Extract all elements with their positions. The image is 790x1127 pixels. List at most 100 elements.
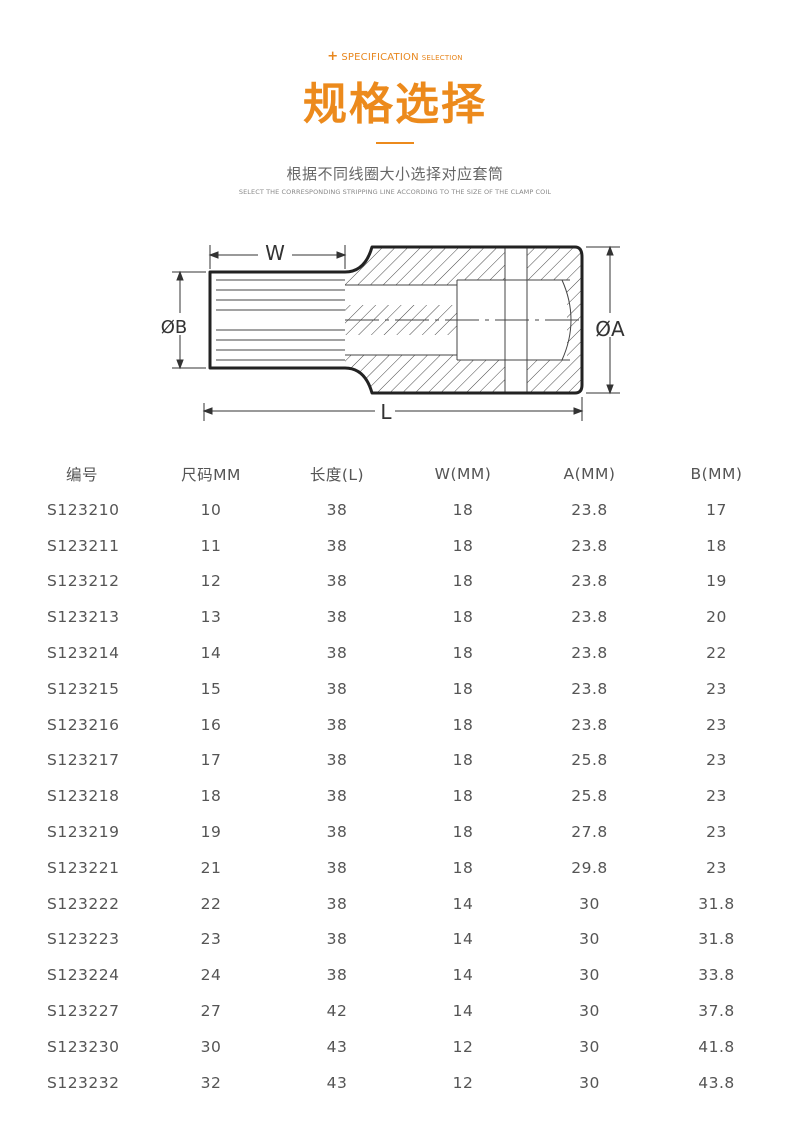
cell-code: S123216	[47, 715, 120, 734]
cell-b: 23	[706, 823, 727, 842]
dimension-a	[586, 245, 620, 395]
cell-a: 23.8	[571, 500, 608, 519]
table-row: S123212 12 38 18 23.8 19	[20, 564, 780, 600]
label-l: L	[380, 400, 392, 424]
cell-code: S123211	[47, 536, 120, 555]
tagline-main: SPECIFICATION	[341, 52, 419, 63]
cell-size: 13	[200, 608, 222, 627]
cell-length: 38	[326, 751, 348, 770]
cell-w: 18	[452, 572, 474, 591]
label-b: ØB	[161, 317, 188, 338]
cell-b: 43.8	[698, 1073, 735, 1092]
cell-w: 18	[452, 715, 474, 734]
cell-length: 38	[326, 787, 348, 806]
cell-length: 38	[326, 536, 348, 555]
cell-length: 38	[326, 679, 348, 698]
cell-a: 29.8	[571, 858, 608, 877]
subtitle-english: SELECT THE CORRESPONDING STRIPPING LINE …	[238, 188, 552, 196]
cell-w: 18	[452, 679, 474, 698]
cell-w: 18	[452, 787, 474, 806]
cell-a: 23.8	[571, 572, 608, 591]
subtitle-chinese: 根据不同线圈大小选择对应套筒	[286, 165, 504, 183]
cell-code: S123232	[47, 1073, 120, 1092]
cell-code: S123217	[47, 751, 120, 770]
cell-size: 21	[200, 858, 222, 877]
cell-size: 12	[200, 572, 222, 591]
cell-a: 23.8	[571, 608, 608, 627]
cell-w: 18	[452, 823, 474, 842]
cell-w: 14	[452, 894, 474, 913]
cell-size: 11	[200, 536, 222, 555]
cell-w: 14	[452, 966, 474, 985]
cell-a: 25.8	[571, 751, 608, 770]
cell-code: S123223	[47, 930, 120, 949]
cell-code: S123214	[47, 644, 120, 663]
cell-a: 30	[579, 894, 600, 913]
cell-size: 30	[200, 1037, 222, 1056]
cell-b: 23	[706, 787, 727, 806]
title-underline	[376, 142, 414, 144]
cell-size: 24	[200, 966, 222, 985]
header-code: 编号	[66, 465, 99, 484]
cell-size: 32	[200, 1073, 222, 1092]
cell-b: 18	[706, 536, 727, 555]
dimension-l	[202, 397, 584, 421]
cell-code: S123213	[47, 608, 120, 627]
cell-b: 23	[706, 715, 727, 734]
cell-size: 17	[200, 751, 222, 770]
spline-lines	[216, 247, 572, 393]
cell-a: 23.8	[571, 715, 608, 734]
cell-b: 19	[706, 572, 727, 591]
cell-b: 33.8	[698, 966, 735, 985]
cell-size: 18	[200, 787, 222, 806]
cell-length: 38	[326, 644, 348, 663]
dimension-w	[208, 245, 347, 269]
label-w: W	[265, 241, 285, 265]
cell-b: 41.8	[698, 1037, 735, 1056]
cell-a: 30	[579, 1037, 600, 1056]
cell-length: 43	[326, 1073, 348, 1092]
cell-a: 23.8	[571, 536, 608, 555]
cell-code: S123221	[47, 858, 120, 877]
cell-size: 19	[200, 823, 222, 842]
cell-b: 23	[706, 751, 727, 770]
cell-b: 17	[706, 500, 727, 519]
cell-b: 22	[706, 644, 727, 663]
cell-a: 30	[579, 1002, 600, 1021]
cell-code: S123212	[47, 572, 120, 591]
header-length: 长度(L)	[309, 465, 365, 484]
cell-size: 10	[200, 500, 222, 519]
cell-length: 38	[326, 500, 348, 519]
cell-w: 18	[452, 858, 474, 877]
cell-size: 22	[200, 894, 222, 913]
cell-code: S123227	[47, 1002, 120, 1021]
cell-size: 16	[200, 715, 222, 734]
cell-code: S123230	[47, 1037, 120, 1056]
cell-w: 14	[452, 930, 474, 949]
cell-size: 23	[200, 930, 222, 949]
header-b: B(MM)	[690, 464, 743, 483]
cell-size: 14	[200, 644, 222, 663]
cell-code: S123215	[47, 679, 120, 698]
cell-length: 38	[326, 858, 348, 877]
table-header-row: 编号 尺码MM 长度(L) W(MM) A(MM) B(MM)	[20, 455, 780, 492]
dimension-b	[172, 270, 206, 370]
cell-w: 12	[452, 1073, 474, 1092]
cell-code: S123219	[47, 823, 120, 842]
cell-w: 18	[452, 608, 474, 627]
cell-code: S123222	[47, 894, 120, 913]
cell-length: 38	[326, 894, 348, 913]
cell-b: 31.8	[698, 930, 735, 949]
cell-length: 38	[326, 572, 348, 591]
